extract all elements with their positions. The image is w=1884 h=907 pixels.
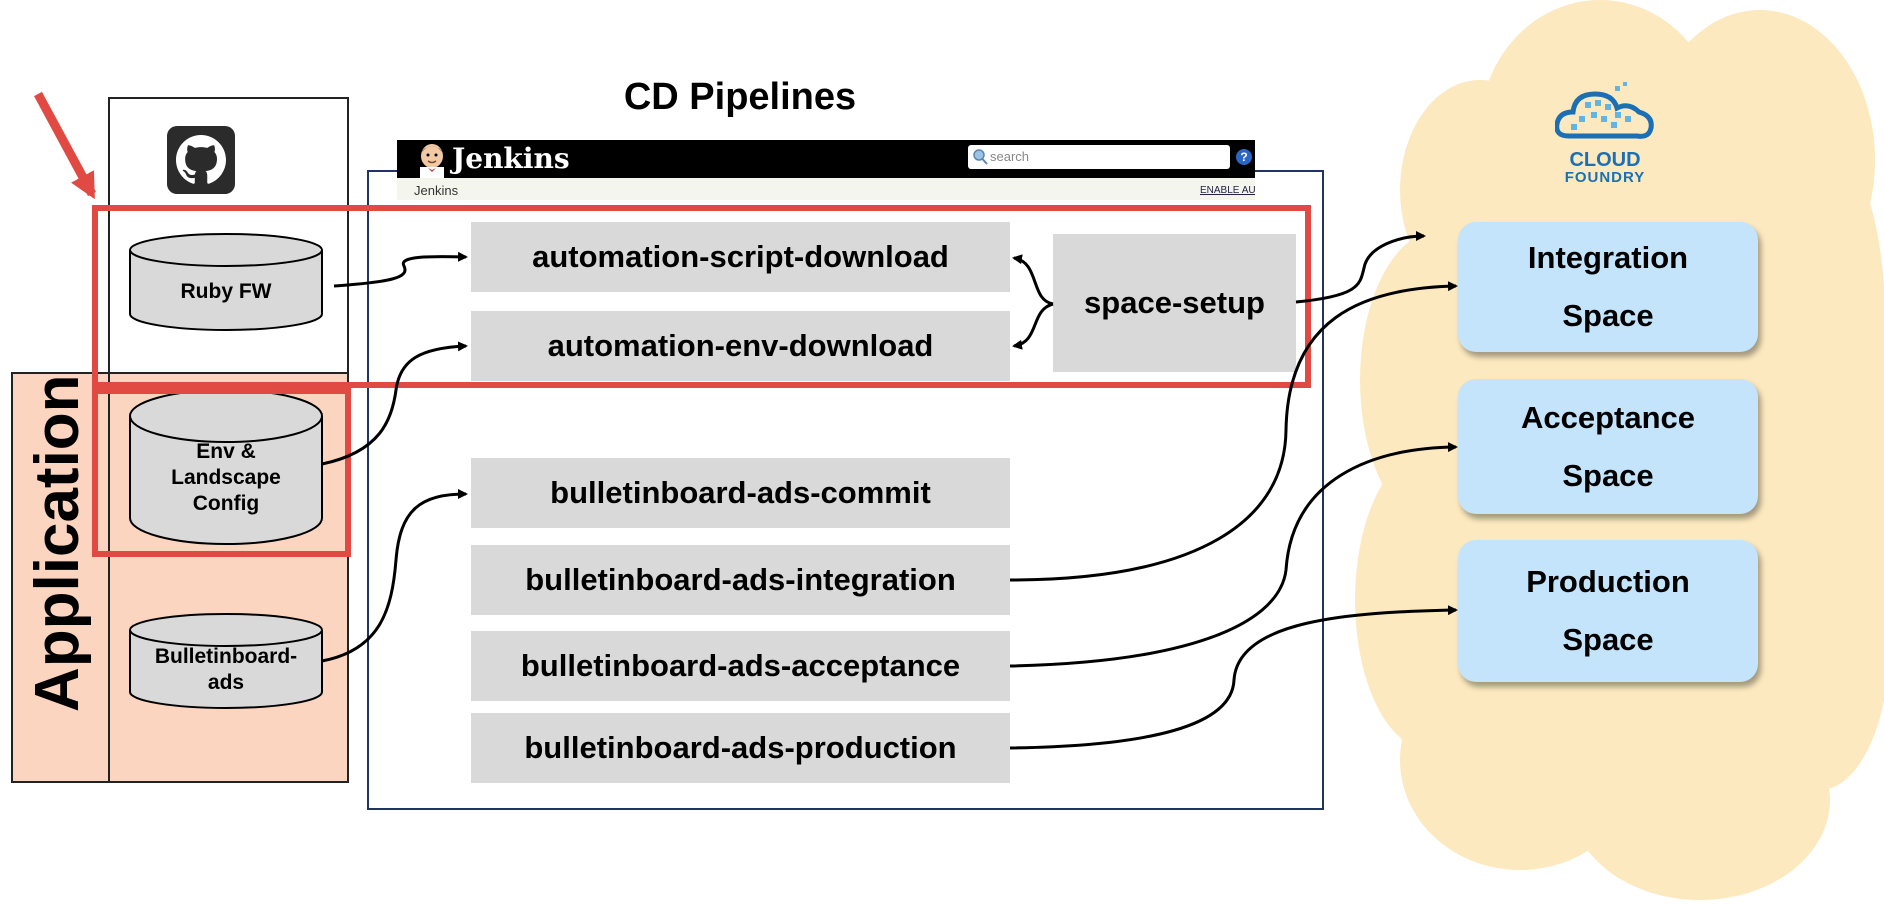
env-config-label: Env & Landscape Config: [171, 439, 281, 516]
acceptance-space-line1: Acceptance: [1520, 399, 1696, 435]
highlight-automation-box: [92, 205, 1311, 388]
production-space[interactable]: Production Space: [1458, 540, 1758, 682]
repository-divider: [108, 372, 349, 374]
job-bulletinboard-ads-acceptance[interactable]: bulletinboard-ads-acceptance: [471, 631, 1010, 701]
integration-space-line2: Space: [1562, 298, 1654, 333]
integration-space[interactable]: Integration Space: [1458, 222, 1758, 352]
github-icon: [167, 126, 235, 194]
job-bulletinboard-ads-commit[interactable]: bulletinboard-ads-commit: [471, 458, 1010, 528]
jenkins-brand[interactable]: Jenkins: [452, 142, 570, 175]
job-automation-env-download[interactable]: automation-env-download: [471, 311, 1010, 381]
production-space-line2: Space: [1562, 622, 1654, 657]
job-bulletinboard-ads-production[interactable]: bulletinboard-ads-production: [471, 713, 1010, 783]
jenkins-breadcrumb-bar: [397, 178, 1255, 200]
job-bulletinboard-ads-integration[interactable]: bulletinboard-ads-integration: [471, 545, 1010, 615]
enable-auto-refresh-link[interactable]: ENABLE AUTO REFRESH: [1200, 185, 1255, 196]
search-placeholder: search: [990, 149, 1030, 164]
cloud-foundry-line2: FOUNDRY: [1564, 169, 1646, 186]
help-icon[interactable]: ?: [1236, 149, 1252, 165]
breadcrumb[interactable]: Jenkins: [414, 183, 459, 198]
application-label: Application: [23, 374, 92, 712]
bulletinboard-ads-label: Bulletinboard-ads: [154, 644, 298, 694]
acceptance-space[interactable]: Acceptance Space: [1458, 379, 1758, 514]
diagram-title: CD Pipelines: [623, 76, 857, 118]
env-config-repo-cylinder: [129, 389, 323, 545]
ruby-fw-label: Ruby FW: [180, 279, 272, 303]
search-icon: [973, 149, 988, 165]
job-automation-script-download[interactable]: automation-script-download: [471, 222, 1010, 292]
bulletinboard-ads-repo-cylinder: [129, 613, 323, 709]
production-space-line1: Production: [1526, 564, 1690, 599]
jenkins-butler-icon: [420, 144, 444, 179]
cloud-foundry-line1: CLOUD: [1569, 149, 1641, 171]
jenkins-search-input[interactable]: [968, 145, 1230, 169]
cloud-foundry-wordmark: CLOUD FOUNDRY: [1540, 150, 1670, 185]
acceptance-space-line2: Space: [1562, 457, 1654, 493]
ruby-fw-repo-cylinder: [129, 233, 323, 331]
integration-space-line1: Integration: [1527, 240, 1689, 275]
highlight-env-config-box: [92, 388, 351, 557]
cloud-foundry-logo: [1555, 82, 1654, 139]
